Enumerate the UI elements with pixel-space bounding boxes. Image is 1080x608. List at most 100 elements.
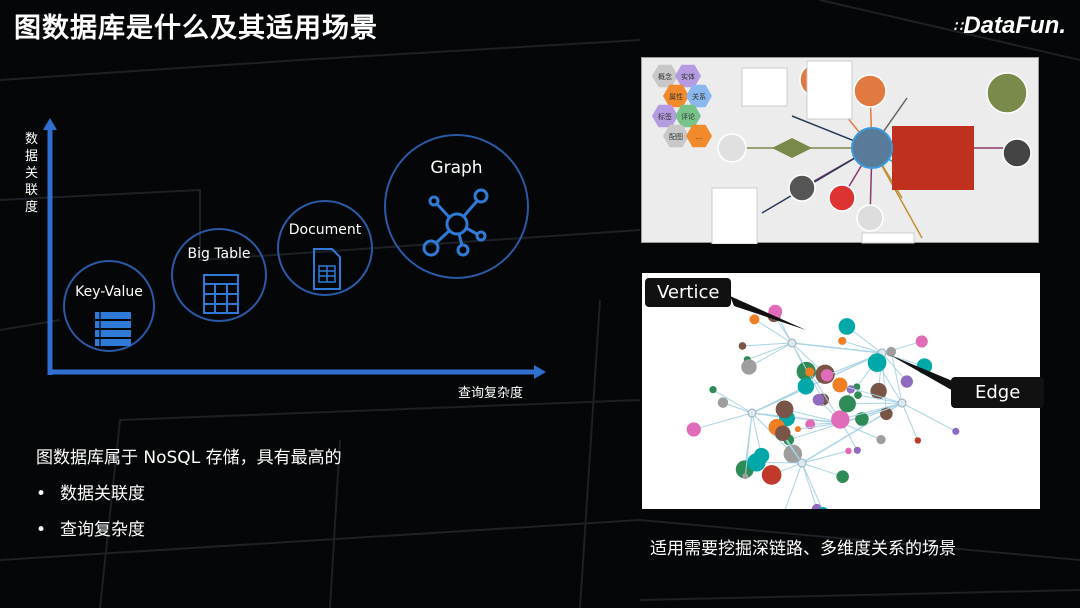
edge	[847, 402, 903, 405]
description: 图数据库属于 NoSQL 存储，具有最高的 数据关联度 查询复杂度	[36, 440, 342, 548]
y-axis-label: 数据关联度	[25, 132, 39, 215]
edge	[861, 402, 903, 420]
node	[788, 174, 816, 202]
vertex	[768, 304, 783, 319]
vertex	[886, 346, 897, 357]
bubble-document: Document	[277, 200, 373, 296]
hexagon-label: 概念	[658, 72, 672, 81]
vertex	[717, 397, 729, 408]
node	[856, 204, 884, 232]
node	[717, 133, 747, 163]
vertex	[855, 412, 869, 426]
bubble-label: Big Table	[187, 246, 251, 262]
hexagon	[652, 104, 678, 128]
vertex	[775, 425, 791, 441]
edge	[857, 394, 903, 404]
vertex	[797, 378, 815, 395]
hub-vertex	[747, 408, 757, 418]
edge	[788, 422, 843, 441]
description-intro: 图数据库属于 NoSQL 存储，具有最高的	[36, 448, 342, 468]
edge-callout: Edge	[951, 377, 1045, 408]
document-icon	[313, 248, 341, 290]
hexagon	[675, 64, 701, 88]
edge	[693, 412, 753, 430]
vertex	[709, 386, 717, 394]
graph-icon	[422, 188, 489, 257]
edge	[754, 318, 793, 344]
list-icon	[95, 312, 131, 346]
hexagon-label: 评论	[681, 112, 695, 121]
y-axis-arrow	[43, 118, 57, 130]
vertex	[838, 336, 847, 345]
edge	[839, 384, 903, 404]
bubble-label: Key-Value	[75, 284, 143, 300]
hexagon-label: 关系	[692, 92, 706, 101]
vertex	[853, 446, 861, 454]
hexagon-label: 实体	[681, 72, 695, 81]
hexagon	[663, 84, 689, 108]
vertex	[742, 473, 749, 480]
vertex	[831, 410, 850, 429]
edge	[761, 147, 873, 214]
vertex-callout: Vertice	[645, 278, 732, 307]
bubble-label: Graph	[430, 158, 483, 178]
edge	[841, 422, 882, 441]
hexagon	[686, 124, 712, 148]
edge	[801, 462, 818, 510]
edge	[841, 402, 903, 424]
hexagon-label: ...	[696, 133, 703, 141]
info-card	[711, 187, 758, 245]
vertex	[805, 367, 815, 377]
diamond-node	[772, 138, 812, 158]
x-axis-label: 查询复杂度	[458, 386, 524, 401]
vertex	[870, 382, 887, 400]
edge	[742, 342, 793, 347]
edge	[901, 402, 957, 432]
node	[853, 74, 887, 108]
edge	[801, 462, 843, 478]
axes	[43, 118, 546, 379]
vertex	[836, 470, 849, 483]
node	[828, 184, 856, 212]
knowledge-graph-image: 概念实体属性关系标签评论配图...	[641, 57, 1039, 245]
vertex	[854, 391, 862, 399]
x-axis-arrow	[534, 365, 546, 379]
bubble-big-table: Big Table	[171, 228, 267, 322]
caption: 适用需要挖掘深链路、多维度关系的场景	[650, 539, 956, 559]
hub-vertex	[797, 458, 807, 468]
vertex	[783, 444, 803, 464]
vertex	[853, 383, 861, 391]
node	[1002, 138, 1032, 168]
edge	[840, 402, 903, 420]
hexagon-label: 标签	[658, 112, 672, 121]
edge	[890, 351, 903, 404]
bubble-label: Document	[288, 222, 362, 238]
hexagon	[686, 84, 712, 108]
edge	[801, 450, 849, 464]
vertex	[876, 435, 886, 445]
hexagon-label: 配图	[669, 133, 683, 141]
vertex	[812, 393, 825, 406]
node	[986, 72, 1028, 114]
vertex	[914, 437, 922, 444]
edge	[751, 412, 843, 424]
info-card	[806, 60, 853, 120]
bubble-graph: Graph	[384, 134, 529, 279]
info-card	[861, 232, 915, 244]
movie-poster	[892, 126, 974, 190]
edge	[744, 412, 753, 477]
vertex	[775, 400, 794, 419]
info-card	[741, 67, 788, 107]
datafun-logo: ∷DataFun.	[953, 12, 1066, 39]
edge	[747, 342, 793, 361]
vertex	[794, 426, 801, 433]
center-node	[851, 127, 893, 169]
edge	[842, 340, 883, 354]
page-title: 图数据库是什么及其适用场景	[14, 13, 378, 44]
vertex	[916, 358, 933, 374]
vertex	[867, 353, 887, 372]
vertex	[738, 342, 747, 350]
hexagon	[652, 64, 678, 88]
vertex	[845, 447, 852, 455]
edge	[751, 385, 807, 414]
